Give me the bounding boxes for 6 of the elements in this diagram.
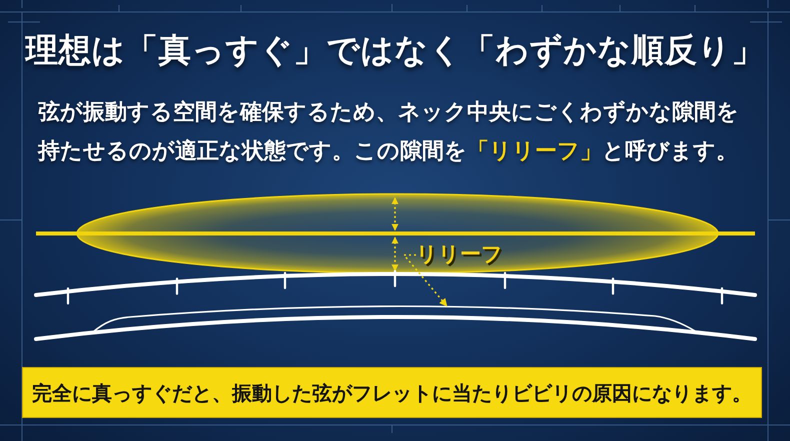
leader-line (402, 254, 448, 307)
title: 理想は「真っすぐ」ではなく「わずかな順反り」 (24, 31, 766, 69)
callout-label: リリーフ (416, 241, 503, 267)
description-text: 弦が振動する空間を確保するため、ネック中央にごくわずかな隙間を持たせるのが適正な状態です。この隙間を「リリーフ」と呼びます。 (38, 99, 740, 166)
note-banner: 完全に真っすぐだと、振動した弦がフレットに当たりビビリの原因になります。 (22, 367, 762, 418)
neck-drawing (34, 305, 757, 341)
